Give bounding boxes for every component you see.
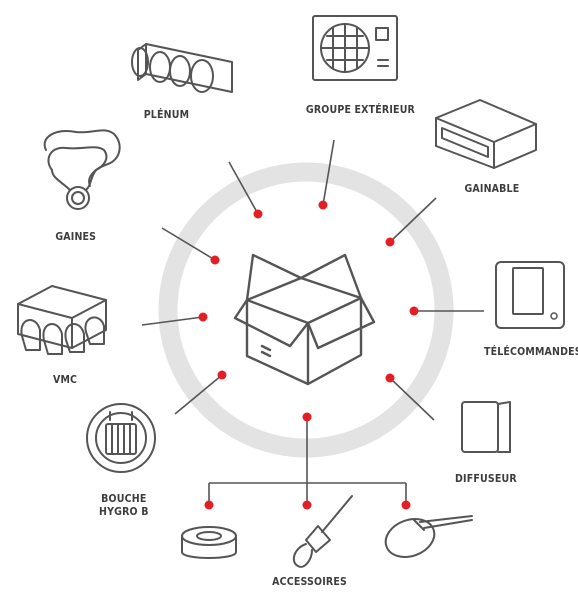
ducts-icon bbox=[43, 129, 121, 210]
outdoor-unit-icon bbox=[312, 15, 398, 81]
label-telecommandes: TÉLÉCOMMANDES bbox=[483, 345, 578, 358]
cable-tie-icon bbox=[384, 515, 473, 558]
label-gainable: GAINABLE bbox=[464, 182, 520, 195]
label-groupe-exterieur: GROUPE EXTÉRIEUR bbox=[305, 103, 416, 116]
label-gaines: GAINES bbox=[55, 230, 97, 243]
plenum-icon bbox=[131, 43, 233, 93]
label-accessoires: ACCESSOIRES bbox=[272, 575, 347, 588]
diffuser-icon bbox=[461, 401, 511, 453]
ring bbox=[158, 162, 454, 458]
label-plenum: PLÉNUM bbox=[143, 108, 190, 121]
remote-control-icon bbox=[495, 261, 565, 329]
tape-icon bbox=[181, 526, 237, 559]
vmc-icon bbox=[17, 285, 107, 355]
connector-lines bbox=[141, 139, 484, 505]
label-vmc: VMC bbox=[52, 373, 78, 386]
label-bouche-line2: HYGRO B bbox=[99, 505, 149, 518]
label-bouche-hygro-b: BOUCHE HYGRO B bbox=[99, 492, 149, 518]
ducted-unit-icon bbox=[435, 99, 537, 169]
tool-icon bbox=[292, 495, 353, 568]
label-diffuseur: DIFFUSEUR bbox=[455, 472, 517, 485]
box-icon bbox=[233, 253, 376, 386]
label-bouche-line1: BOUCHE bbox=[101, 492, 147, 505]
connection-dots bbox=[198, 200, 419, 510]
hygro-vent-icon bbox=[86, 403, 156, 473]
